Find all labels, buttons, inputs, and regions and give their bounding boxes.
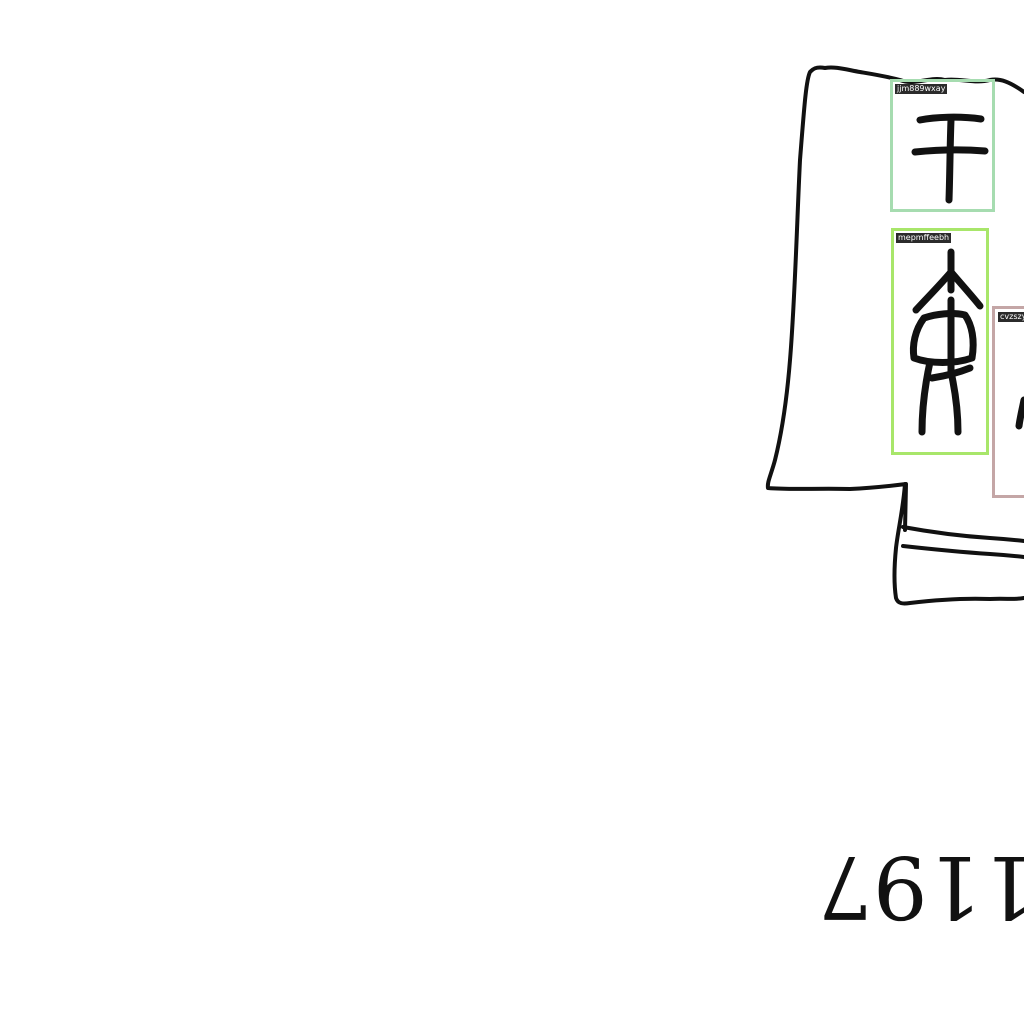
character-partial-icon <box>1015 396 1024 430</box>
annotation-box-label: cvzszy <box>998 312 1024 322</box>
character-gan-icon <box>911 113 989 204</box>
annotation-box-label: jjm889wxay <box>895 84 948 94</box>
band-line-upper <box>901 525 1024 543</box>
annotation-box-label: mepmffeebh <box>896 233 952 243</box>
character-yan-icon <box>909 248 984 436</box>
catalog-number: 1197 <box>818 836 1024 936</box>
annotation-box[interactable]: cvzszy <box>992 306 1024 498</box>
band-line-lower <box>901 544 1024 559</box>
annotation-box[interactable]: mepmffeebh <box>891 228 989 455</box>
annotation-box[interactable]: jjm889wxay <box>890 79 995 212</box>
